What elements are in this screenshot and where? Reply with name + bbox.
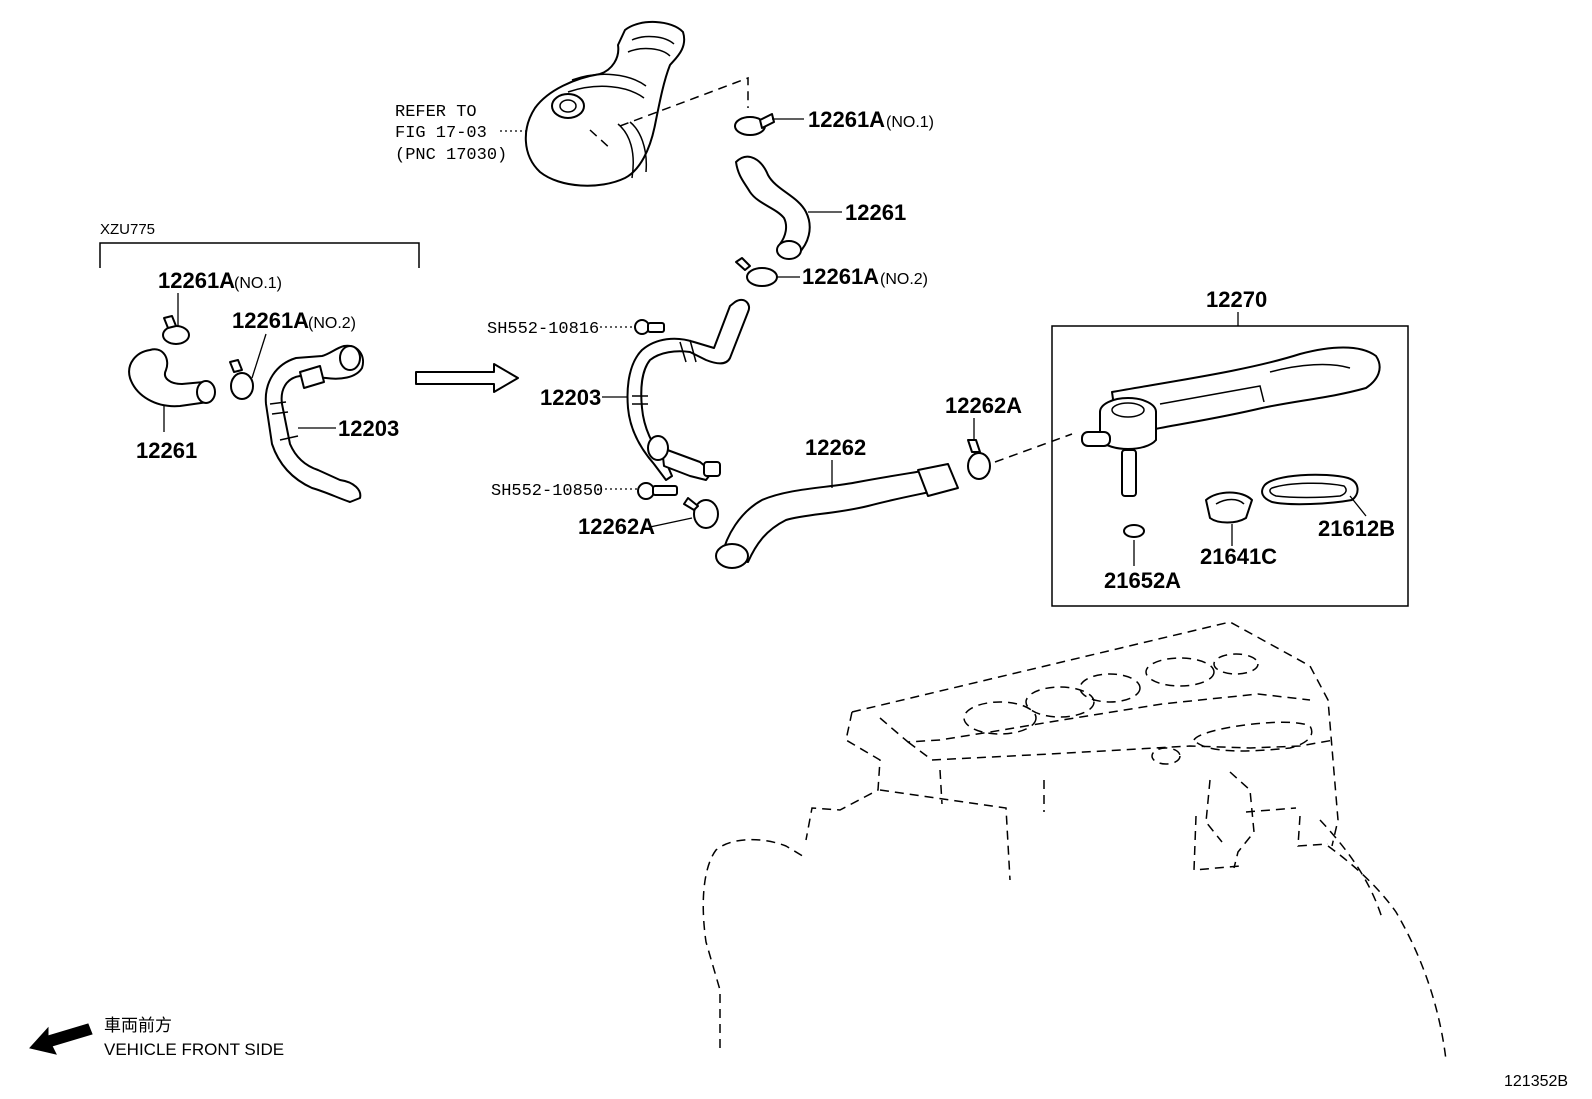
label-right-clamp: 12262A xyxy=(945,393,1022,418)
left-clamp-no2 xyxy=(229,333,267,400)
label-variant: XZU775 xyxy=(100,221,155,238)
main-hose xyxy=(715,460,959,569)
left-clamp-no1 xyxy=(162,293,190,345)
left-pipe xyxy=(264,344,364,503)
refer-note-line1: REFER TO xyxy=(395,103,477,122)
label-left-pipe: 12203 xyxy=(338,416,399,441)
front-side-label-jp: 車両前方 xyxy=(104,1016,172,1035)
bolt-lower xyxy=(600,482,678,500)
arrow-left-down-icon xyxy=(29,1023,93,1055)
top-clamp-no2 xyxy=(735,257,800,287)
center-pipe xyxy=(602,298,750,481)
oil-separator-assembly xyxy=(1081,346,1381,497)
label-top-clamp-no2: 12261A xyxy=(802,264,879,289)
label-assembly: 12270 xyxy=(1206,287,1267,312)
label-gasket: 21612B xyxy=(1318,516,1395,541)
label-top-hose: 12261 xyxy=(845,200,906,225)
label-bottom-clamp: 12262A xyxy=(578,514,655,539)
label-left-hose: 12261 xyxy=(136,438,197,463)
right-clamp xyxy=(967,418,1073,480)
label-bolt-upper: SH552-10816 xyxy=(487,320,599,339)
top-clamp-no1 xyxy=(734,113,804,136)
engine-outline xyxy=(702,621,1447,1061)
arrow-right-icon xyxy=(415,363,519,393)
air-intake-duct xyxy=(500,20,749,187)
label-main-hose: 12262 xyxy=(805,435,866,460)
front-side-label-en: VEHICLE FRONT SIDE xyxy=(104,1040,284,1059)
label-top-clamp-no2-suffix: (NO.2) xyxy=(880,271,928,288)
bottom-clamp xyxy=(649,497,719,529)
refer-note-line3: (PNC 17030) xyxy=(395,146,507,165)
label-center-pipe: 12203 xyxy=(540,385,601,410)
seal-part xyxy=(1205,491,1253,546)
label-bolt-lower: SH552-10850 xyxy=(491,482,603,501)
variant-bracket xyxy=(99,242,420,268)
label-top-clamp-no1-suffix: (NO.1) xyxy=(886,114,934,131)
top-hose xyxy=(735,155,842,260)
figure-id: 121352B xyxy=(1504,1073,1568,1090)
gasket-part xyxy=(1261,473,1367,517)
refer-note-line2: FIG 17-03 xyxy=(395,124,487,143)
left-hose xyxy=(128,348,216,432)
label-left-clamp-no2-suffix: (NO.2) xyxy=(308,315,356,332)
o-ring-part xyxy=(1123,524,1145,566)
label-left-clamp-no1: 12261A xyxy=(158,268,235,293)
assembly-box xyxy=(1051,325,1409,607)
label-seal: 21641C xyxy=(1200,544,1277,569)
label-top-clamp-no1: 12261A xyxy=(808,107,885,132)
label-left-clamp-no1-suffix: (NO.1) xyxy=(234,275,282,292)
bolt-upper xyxy=(600,319,665,335)
label-left-clamp-no2: 12261A xyxy=(232,308,309,333)
label-o-ring: 21652A xyxy=(1104,568,1181,593)
